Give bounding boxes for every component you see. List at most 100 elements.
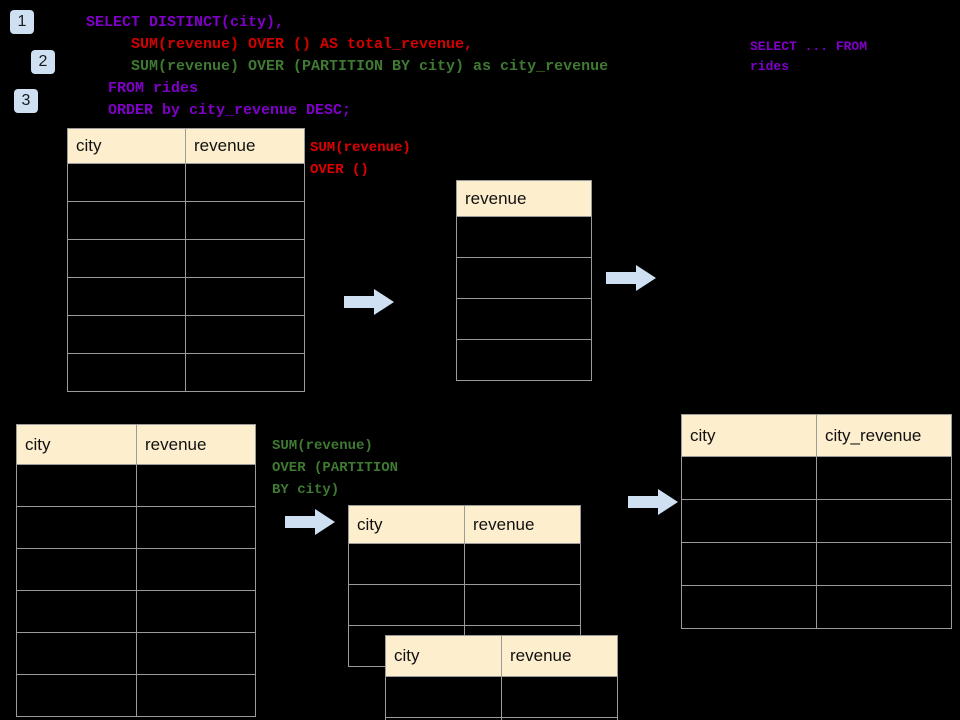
column-header-city: city — [348, 505, 465, 544]
cell-revenue — [456, 339, 592, 381]
cell-revenue — [185, 353, 305, 392]
cell-city — [681, 499, 817, 543]
table-row — [67, 353, 305, 392]
arrow-rides-to-total-icon — [344, 289, 394, 315]
table-row — [456, 339, 592, 381]
table-row — [681, 542, 952, 586]
step-badge-2-label: 2 — [38, 53, 48, 70]
cell-city — [681, 585, 817, 629]
cell-city — [348, 543, 465, 585]
table-row — [67, 201, 305, 240]
cell-city — [16, 590, 137, 633]
step-badge-3-label: 3 — [21, 92, 31, 109]
cell-city — [681, 456, 817, 500]
table-header-row: city revenue — [67, 128, 305, 164]
rides-source-table-bottom: city revenue — [16, 424, 256, 717]
table-row — [67, 163, 305, 202]
step-badge-1: 1 — [10, 10, 34, 34]
cell-city — [681, 542, 817, 586]
table-row — [456, 298, 592, 340]
cell-revenue — [456, 216, 592, 258]
column-header-city-revenue: city_revenue — [816, 414, 952, 457]
cell-revenue — [501, 717, 618, 720]
cell-revenue — [136, 464, 256, 507]
table-header-row: city revenue — [385, 635, 618, 677]
column-header-revenue: revenue — [456, 180, 592, 217]
table-header-row: city city_revenue — [681, 414, 952, 457]
table-header-row: city revenue — [16, 424, 256, 465]
table-row — [348, 543, 581, 585]
cell-city-revenue — [816, 585, 952, 629]
cell-city — [67, 201, 186, 240]
cell-revenue — [136, 506, 256, 549]
cell-city-revenue — [816, 542, 952, 586]
cell-city-revenue — [816, 456, 952, 500]
cell-revenue — [464, 584, 581, 626]
cell-revenue — [136, 632, 256, 675]
cell-revenue — [136, 590, 256, 633]
table-row — [16, 674, 256, 717]
column-header-city: city — [681, 414, 817, 457]
cell-city — [16, 674, 137, 717]
table-row — [348, 584, 581, 626]
column-header-revenue: revenue — [464, 505, 581, 544]
cell-city — [67, 315, 186, 354]
step-badge-2: 2 — [31, 50, 55, 74]
step-badge-1-label: 1 — [17, 13, 27, 30]
column-header-revenue: revenue — [136, 424, 256, 465]
column-header-revenue: revenue — [185, 128, 305, 164]
column-header-city: city — [385, 635, 502, 677]
step-badge-3: 3 — [14, 89, 38, 113]
table-row — [67, 239, 305, 278]
cell-city — [16, 548, 137, 591]
sql-line-total-revenue: SUM(revenue) OVER () AS total_revenue, — [131, 36, 474, 53]
cell-revenue — [185, 315, 305, 354]
cell-revenue — [136, 674, 256, 717]
cell-city — [67, 277, 186, 316]
table-row — [385, 676, 618, 718]
cell-revenue — [456, 257, 592, 299]
table-header-row: revenue — [456, 180, 592, 217]
table-row — [16, 632, 256, 675]
annotation-partition-window: SUM(revenue) OVER (PARTITION BY city) — [272, 438, 399, 498]
table-row — [681, 499, 952, 543]
column-header-city: city — [67, 128, 186, 164]
table-row — [456, 216, 592, 258]
column-header-city: city — [16, 424, 137, 465]
cell-revenue — [464, 543, 581, 585]
cell-city — [16, 506, 137, 549]
cell-revenue — [185, 277, 305, 316]
cell-revenue — [185, 163, 305, 202]
sql-line-order-by: ORDER by city_revenue DESC; — [108, 102, 352, 119]
total-revenue-table: revenue — [456, 180, 592, 381]
cell-city — [385, 676, 502, 718]
cell-city — [67, 163, 186, 202]
cell-city-revenue — [816, 499, 952, 543]
table-row — [385, 717, 618, 720]
rides-source-table-top: city revenue — [67, 128, 305, 392]
cell-city — [67, 353, 186, 392]
table-row — [16, 464, 256, 507]
cell-city — [348, 584, 465, 626]
table-row — [16, 548, 256, 591]
arrow-total-to-result-icon — [606, 265, 656, 291]
partition-group-table-front: city revenue — [385, 635, 618, 720]
cell-city — [16, 464, 137, 507]
city-revenue-result-table: city city_revenue — [681, 414, 952, 629]
cell-revenue — [136, 548, 256, 591]
table-row — [16, 506, 256, 549]
sql-line-city-revenue: SUM(revenue) OVER (PARTITION BY city) as… — [131, 58, 609, 75]
arrow-partition-to-result-icon — [628, 489, 678, 515]
cell-city — [16, 632, 137, 675]
table-row — [67, 277, 305, 316]
sql-line-select: SELECT DISTINCT(city), — [86, 14, 285, 31]
column-header-revenue: revenue — [501, 635, 618, 677]
table-row — [16, 590, 256, 633]
annotation-total-window: SUM(revenue) OVER () — [310, 140, 411, 178]
cell-revenue — [185, 239, 305, 278]
cell-revenue — [185, 201, 305, 240]
sql-line-from: FROM rides — [108, 80, 199, 97]
table-row — [681, 456, 952, 500]
sidenote-select-from-rides: SELECT ... FROM rides — [750, 39, 868, 74]
